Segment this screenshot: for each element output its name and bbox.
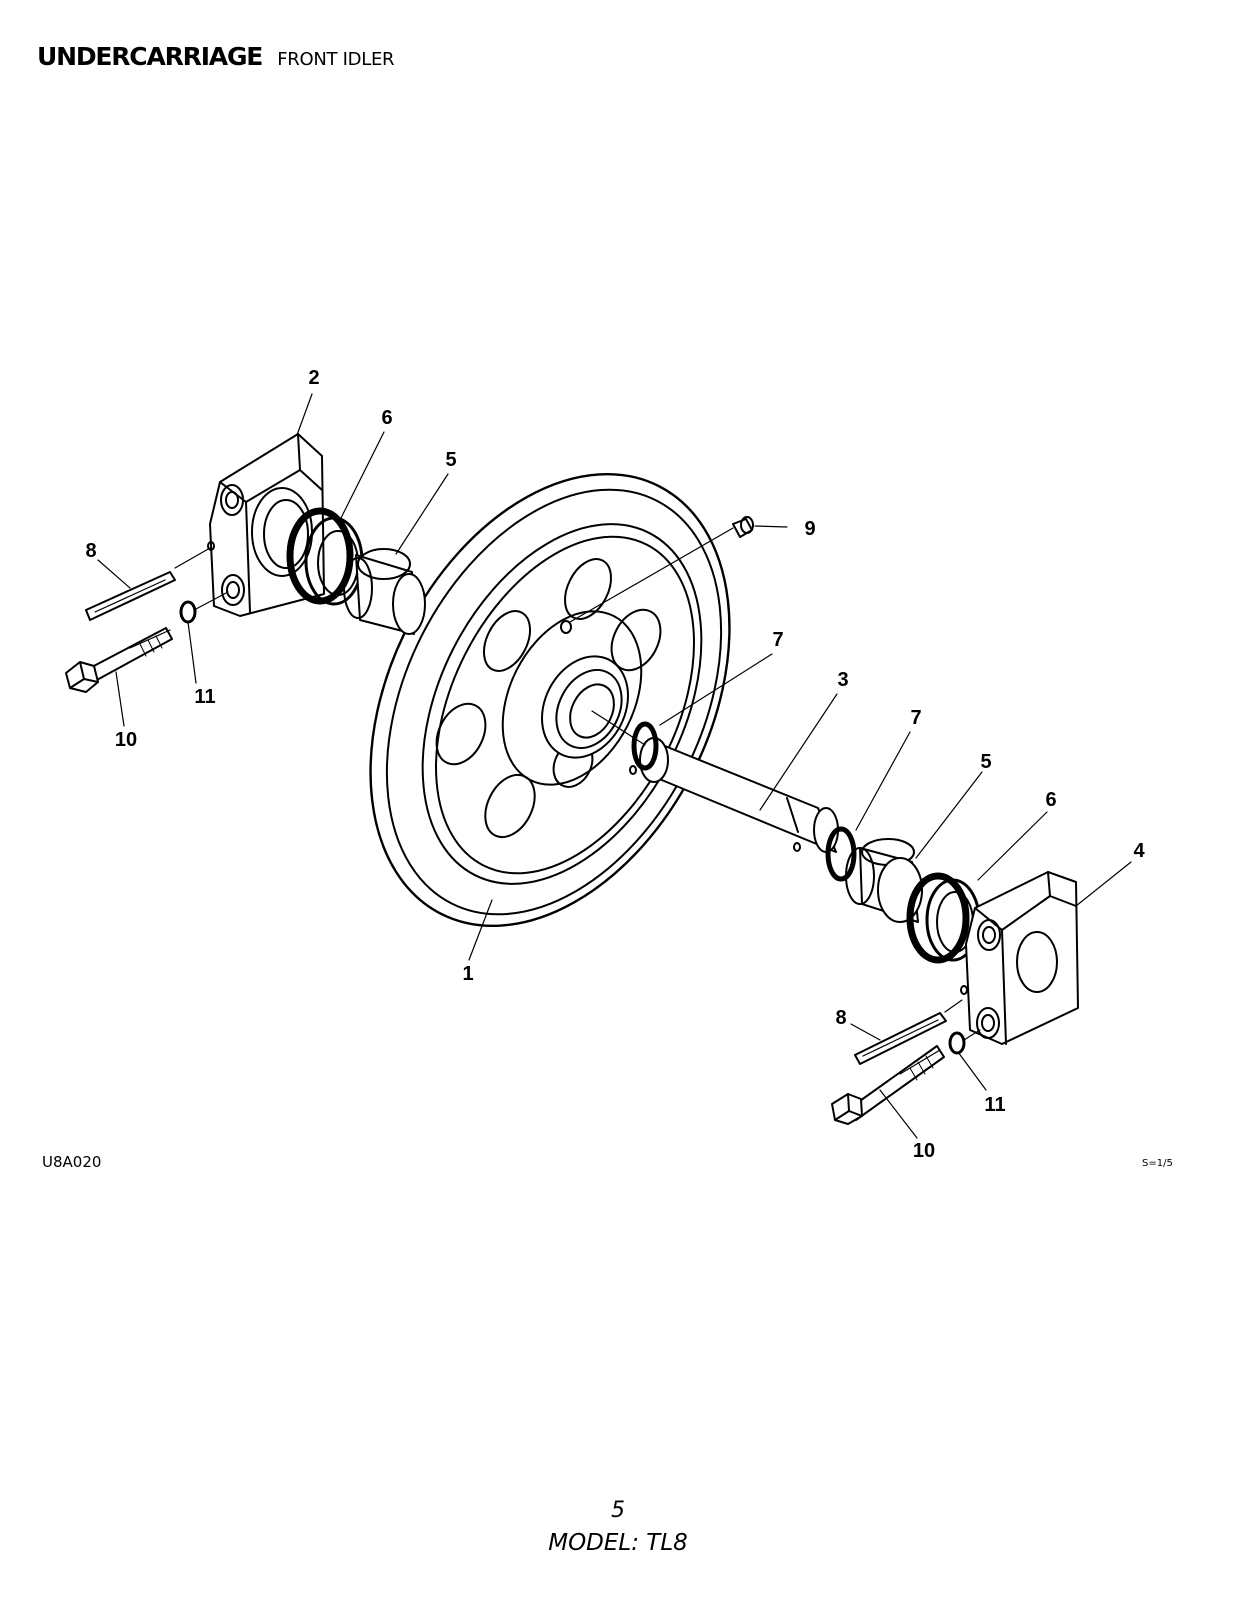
callout-7-lower: 7	[910, 707, 921, 729]
callout-3: 3	[837, 669, 848, 691]
callout-6-left: 6	[381, 407, 392, 429]
right-pin	[854, 1012, 947, 1065]
callout-7-upper: 7	[772, 629, 783, 651]
drawing-code: U8A020	[42, 1153, 101, 1171]
callout-4: 4	[1133, 840, 1145, 862]
idler-wheel	[369, 472, 731, 928]
left-bracket	[207, 433, 325, 617]
callout-9: 9	[804, 518, 815, 540]
page-number: 5	[611, 1498, 625, 1523]
left-bushing	[343, 548, 426, 635]
callout-10-left: 10	[115, 729, 137, 751]
callout-leaders	[97, 393, 1132, 1139]
callout-labels: 2 6 5 9 8 11 10 7 3 7 5 6 4 1 8 11 10	[85, 367, 1145, 1162]
callout-5-left: 5	[445, 449, 456, 471]
model-label: MODEL: TL8	[548, 1530, 688, 1556]
callout-6-right: 6	[1045, 789, 1056, 811]
callout-8-right: 8	[835, 1007, 846, 1029]
callout-2: 2	[308, 367, 319, 389]
callout-11-left: 11	[194, 686, 215, 708]
right-bolt	[831, 1045, 945, 1125]
callout-1: 1	[462, 963, 473, 985]
right-washer	[948, 1031, 966, 1055]
assembly-centerlines	[174, 527, 981, 1041]
left-bolt	[65, 627, 173, 693]
o-ring-lower	[825, 826, 857, 882]
callout-10-right: 10	[913, 1140, 935, 1162]
callout-11-right: 11	[984, 1094, 1005, 1116]
callout-8-left: 8	[85, 540, 96, 562]
section-title: UNDERCARRIAGE	[37, 42, 263, 71]
callout-5-right: 5	[980, 751, 991, 773]
page-header: UNDERCARRIAGE FRONT IDLER	[37, 42, 395, 71]
o-ring-upper	[631, 721, 659, 771]
left-washer	[179, 600, 197, 624]
left-pin	[85, 571, 176, 621]
drawing-scale: S=1/5	[1142, 1158, 1173, 1169]
subsection-title: FRONT IDLER	[277, 49, 395, 70]
grease-plug	[732, 516, 754, 538]
right-bracket	[960, 871, 1079, 1045]
